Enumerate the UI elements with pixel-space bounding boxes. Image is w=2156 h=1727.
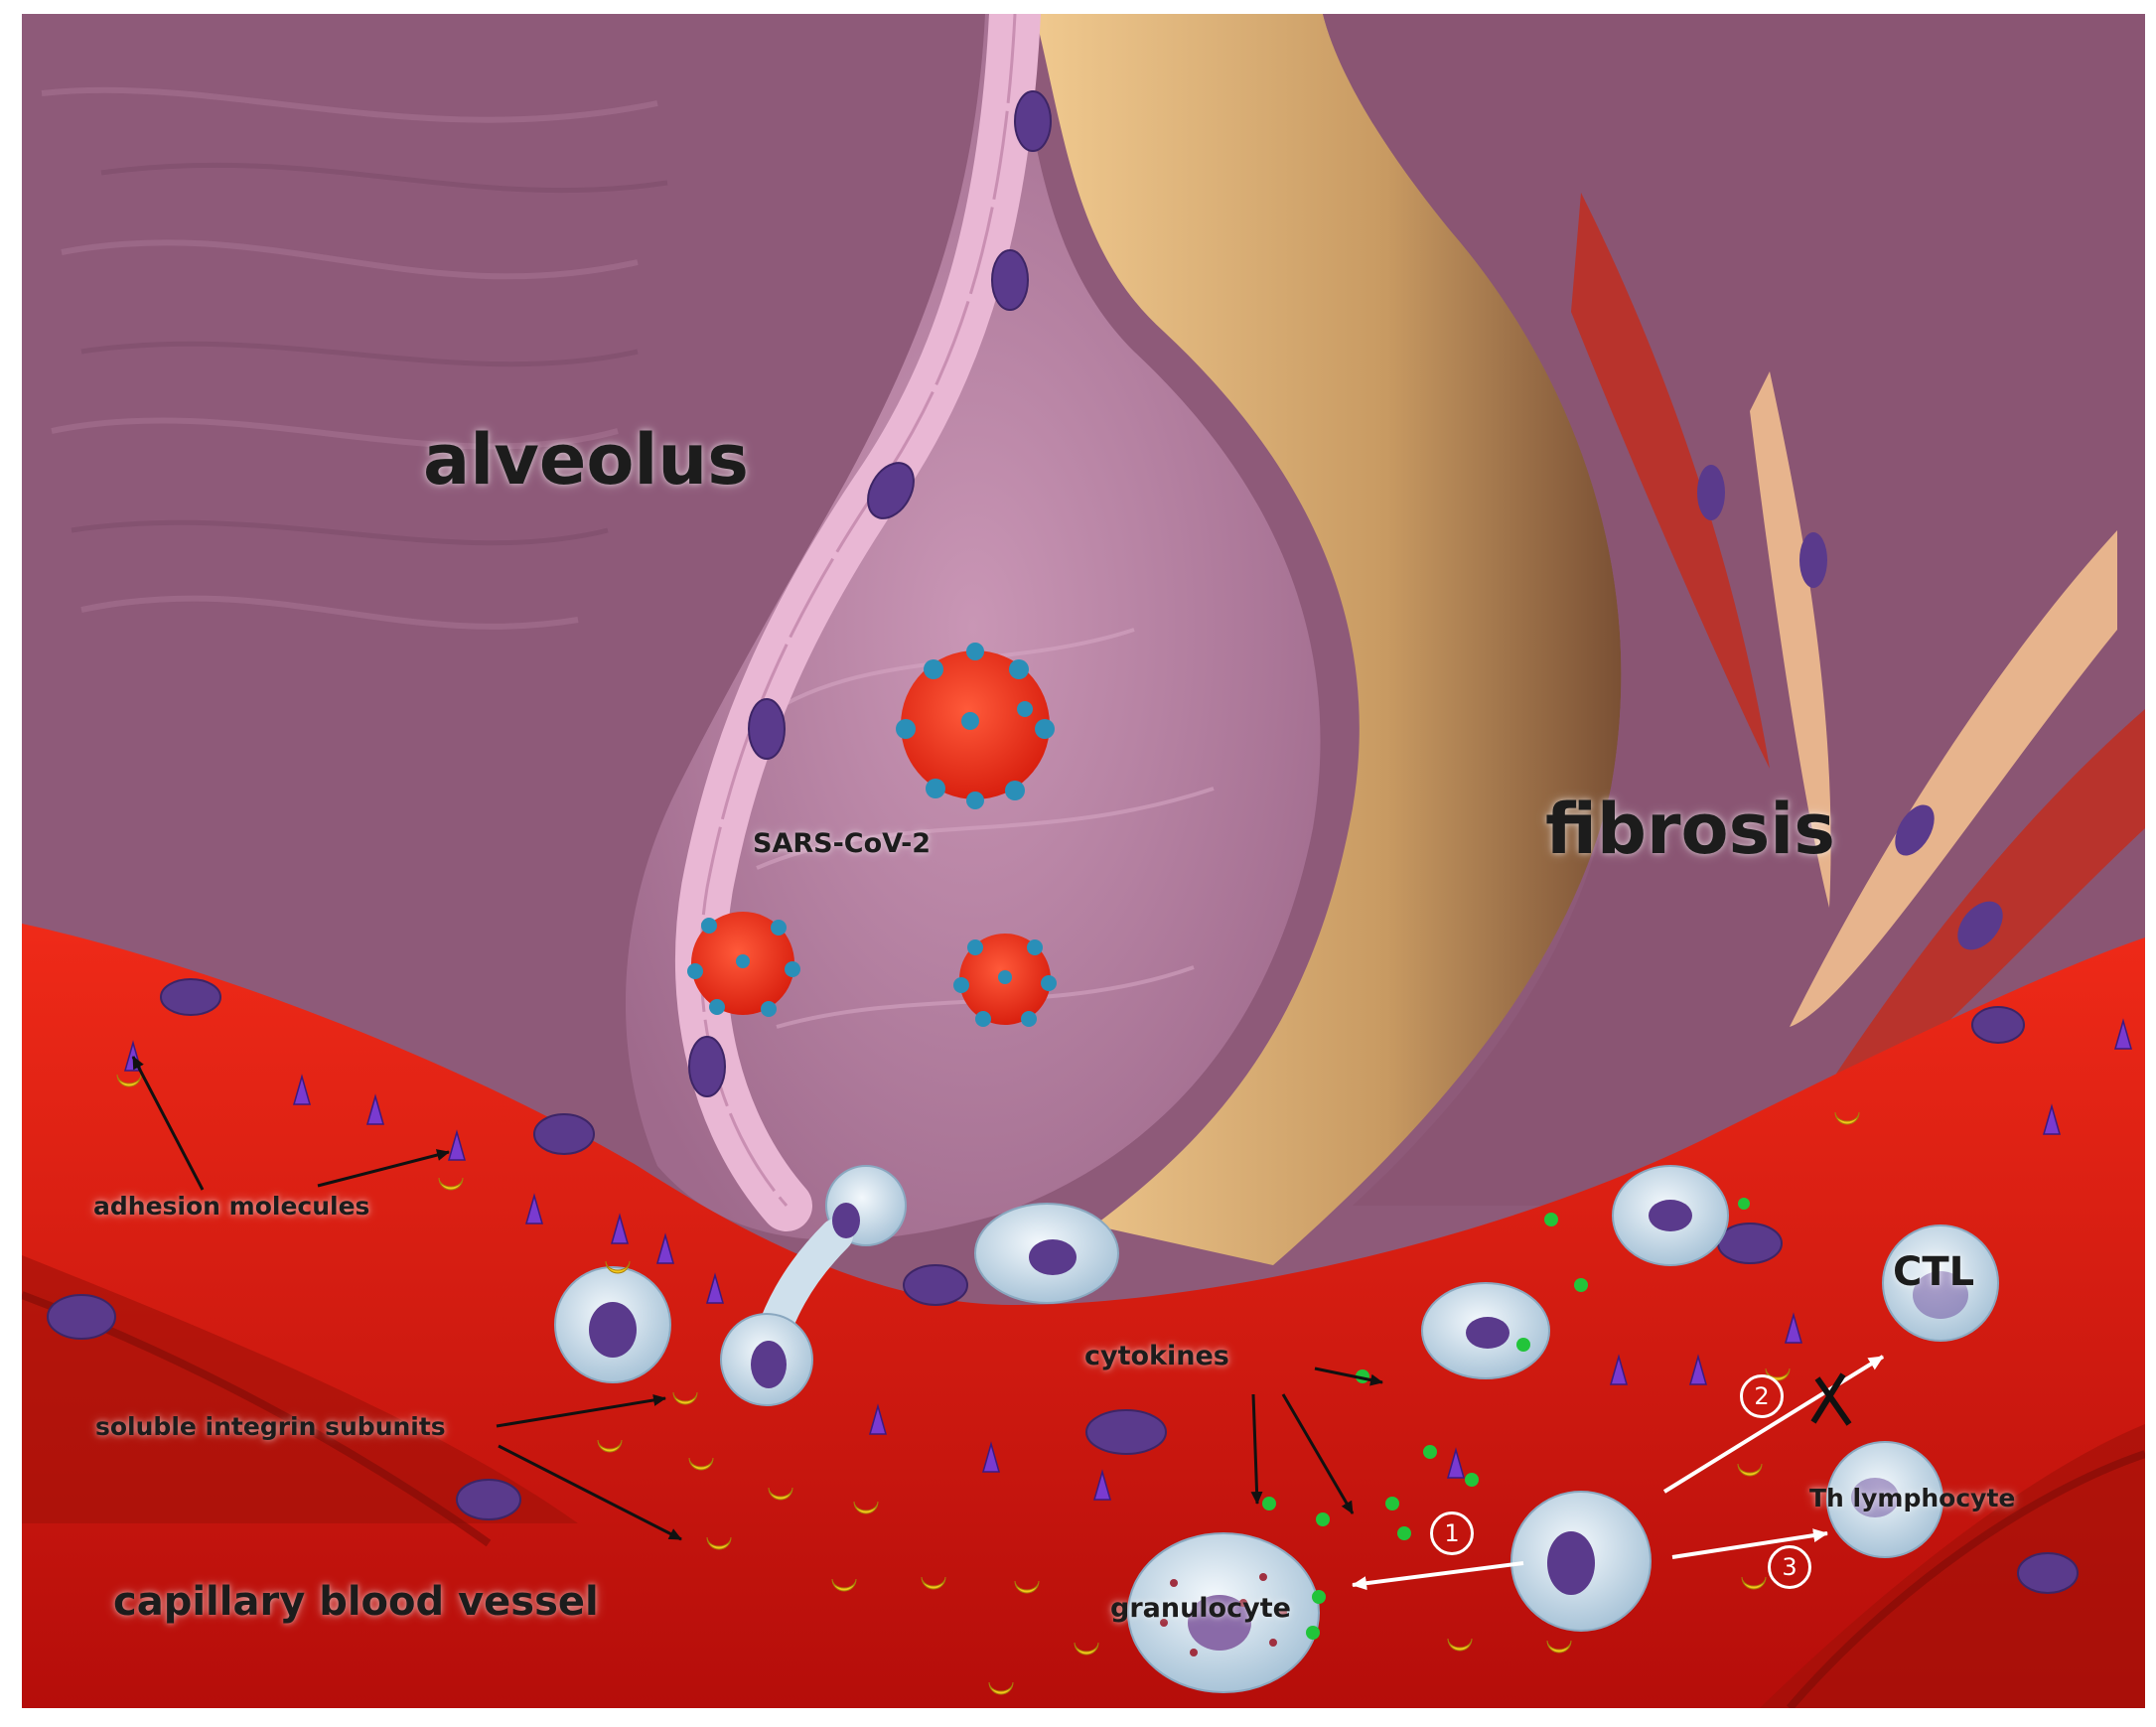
arrow-2-to-ctl [1662,1355,1885,1494]
label-sars-cov-2: SARS-CoV-2 [753,828,932,859]
fibrotic-tissue [1035,14,1622,1265]
label-granulocyte: granulocyte [1110,1593,1291,1624]
sars-cov-2-virus-small-right [953,934,1057,1027]
label-adhesion-molecules: adhesion molecules [93,1192,370,1221]
step-1-marker: 1 [1430,1511,1474,1555]
annotation-arrows [131,1056,1383,1541]
alveolus-capillary-illustration [22,14,2145,1708]
illustration-frame: alveolus fibrosis SARS-CoV-2 adhesion mo… [22,14,2145,1708]
arrow-1-to-granulocyte [1352,1561,1524,1591]
label-th-lymphocyte: Th lymphocyte [1809,1484,2016,1512]
granulocyte-cell [1127,1532,1320,1693]
step-2-marker: 2 [1740,1374,1784,1418]
th-lymphocyte-cell [1826,1441,1943,1558]
label-ctl: CTL [1893,1249,1975,1295]
step-3-marker: 3 [1768,1545,1811,1589]
central-lymphocyte [1510,1491,1652,1632]
leukocyte-fibrosis-2 [1612,1165,1729,1266]
blocked-x-mark [1810,1372,1852,1426]
arrow-3-to-th [1671,1528,1828,1559]
label-capillary-blood-vessel: capillary blood vessel [113,1579,599,1625]
alveolar-lumen [625,14,1321,1240]
leukocyte-center [974,1203,1119,1304]
label-fibrosis: fibrosis [1545,789,1835,870]
soluble-integrin-subunits [116,1074,1860,1695]
sars-cov-2-virus-large [896,643,1055,809]
label-cytokines: cytokines [1084,1341,1229,1371]
fibroblasts [1571,193,2145,1146]
sars-cov-2-virus-small-left [687,912,800,1017]
cytokines-dots [1262,1198,1750,1640]
epithelial-nuclei [688,90,1052,1097]
leukocyte-left [554,1266,671,1383]
migrating-leukocyte [720,1165,907,1406]
ctl-cell [1882,1224,1999,1342]
label-soluble-integrin-subunits: soluble integrin subunits [95,1412,446,1441]
endothelial-nuclei [47,978,2079,1594]
label-alveolus: alveolus [423,419,749,501]
leukocyte-fibrosis-1 [1421,1282,1550,1379]
adhesion-molecules [124,1018,2132,1501]
immune-cells [554,1165,1999,1693]
pathway-arrows [1352,1355,1885,1591]
